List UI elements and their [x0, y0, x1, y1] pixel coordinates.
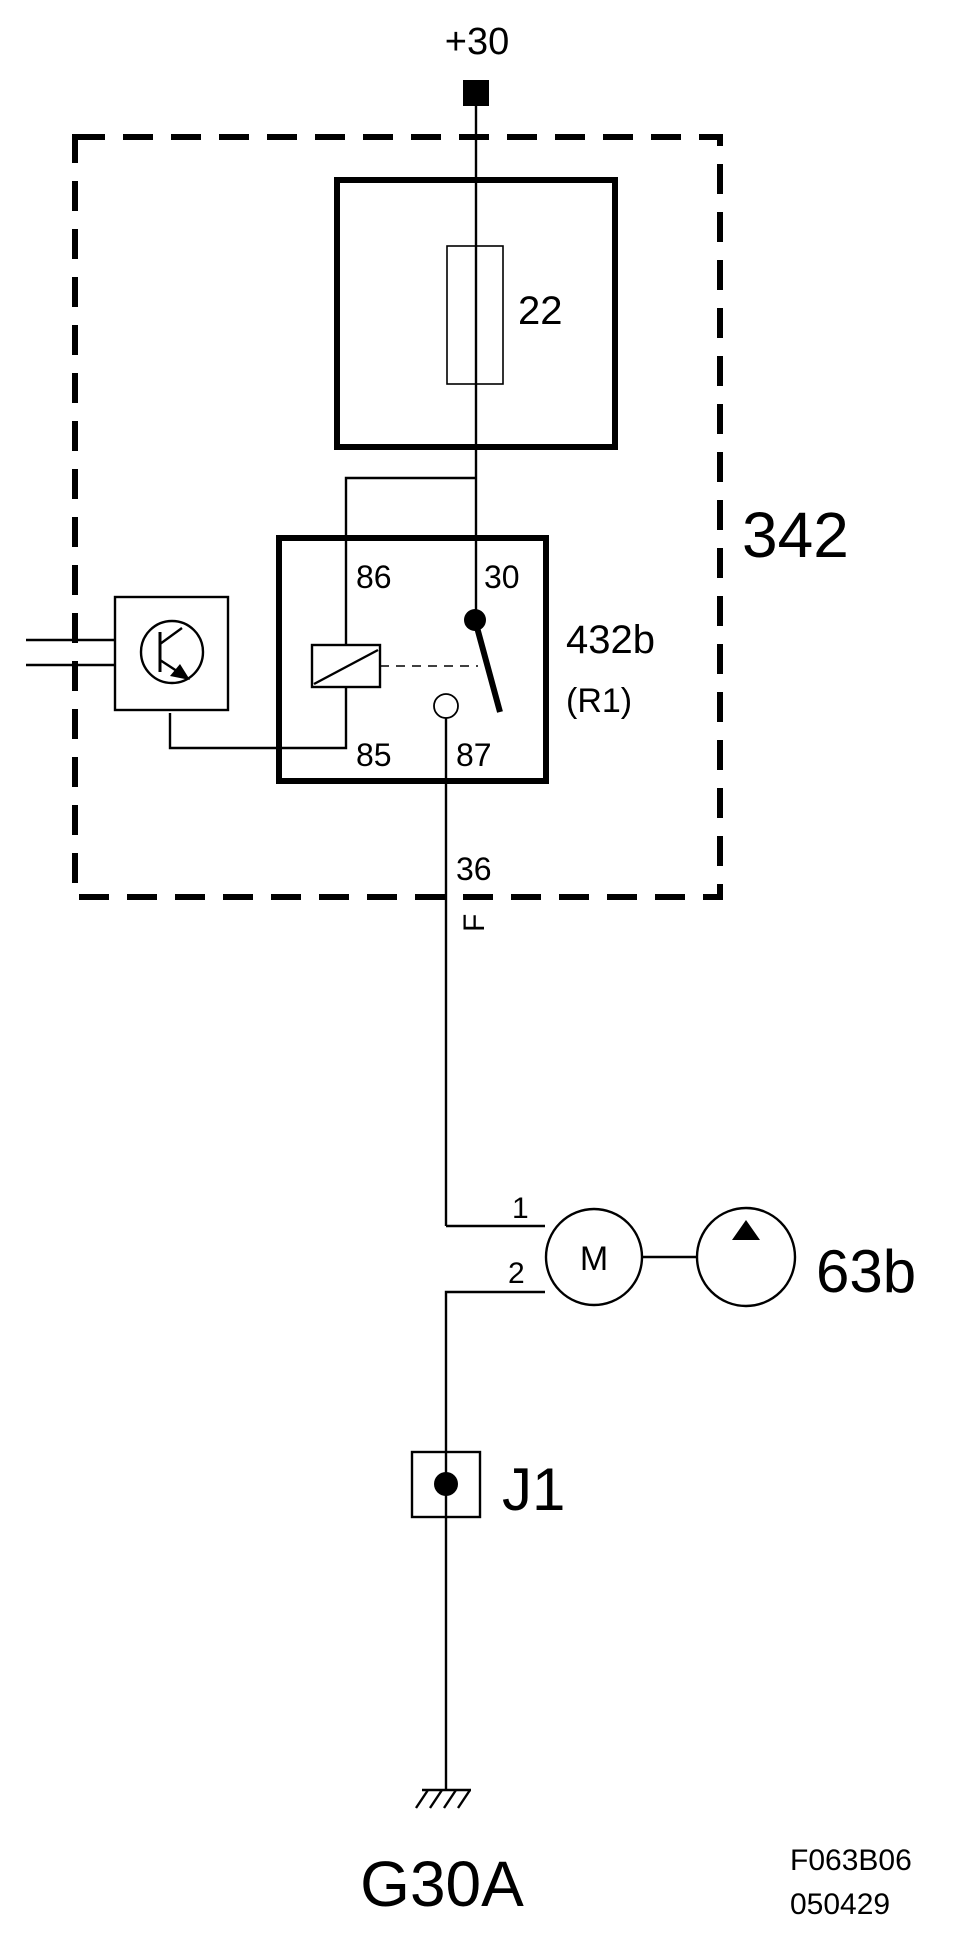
relay-contact-87 [433, 693, 459, 719]
connector-pin: 36 [456, 851, 492, 887]
connector-letter: F [458, 914, 491, 932]
relay-432b-box [276, 535, 549, 784]
wire-to-86 [344, 476, 476, 645]
relay-pin-86: 86 [356, 559, 392, 595]
drawing-code: F063B06 [790, 1844, 912, 1877]
pump-arrow-icon [732, 1220, 760, 1240]
relay-pin-30: 30 [484, 559, 520, 595]
ground-icon [415, 1788, 471, 1809]
supply-terminal [463, 80, 489, 106]
pump-label: 63b [816, 1238, 916, 1305]
junction-j1-dot [434, 1472, 458, 1496]
relay-name: 432b [566, 618, 655, 662]
motor-pin1-label: 1 [512, 1192, 529, 1225]
motor-symbol: M [580, 1240, 608, 1278]
fuse-label: 22 [518, 289, 563, 333]
motor-pin2-ground-wire [444, 1290, 545, 1790]
junction-label: J1 [502, 1456, 565, 1523]
transistor-icon [139, 619, 205, 685]
transistor-driver-box [113, 595, 230, 712]
relay-pin-87: 87 [456, 737, 492, 773]
drawing-date: 050429 [790, 1888, 890, 1921]
motor-pin2-label: 2 [508, 1257, 525, 1290]
ground-label: G30A [360, 1848, 524, 1920]
relay-switch-blade-icon [472, 619, 503, 713]
wire-85-to-driver [168, 687, 348, 750]
module-342-boundary [72, 134, 723, 900]
module-label: 342 [742, 499, 849, 571]
relay-coil-icon [310, 643, 382, 689]
relay-pin-85: 85 [356, 737, 392, 773]
junction-j1-box [410, 1450, 482, 1519]
relay-alias: (R1) [566, 682, 632, 720]
supply-label: +30 [445, 21, 509, 63]
pump-icon [695, 1206, 797, 1308]
